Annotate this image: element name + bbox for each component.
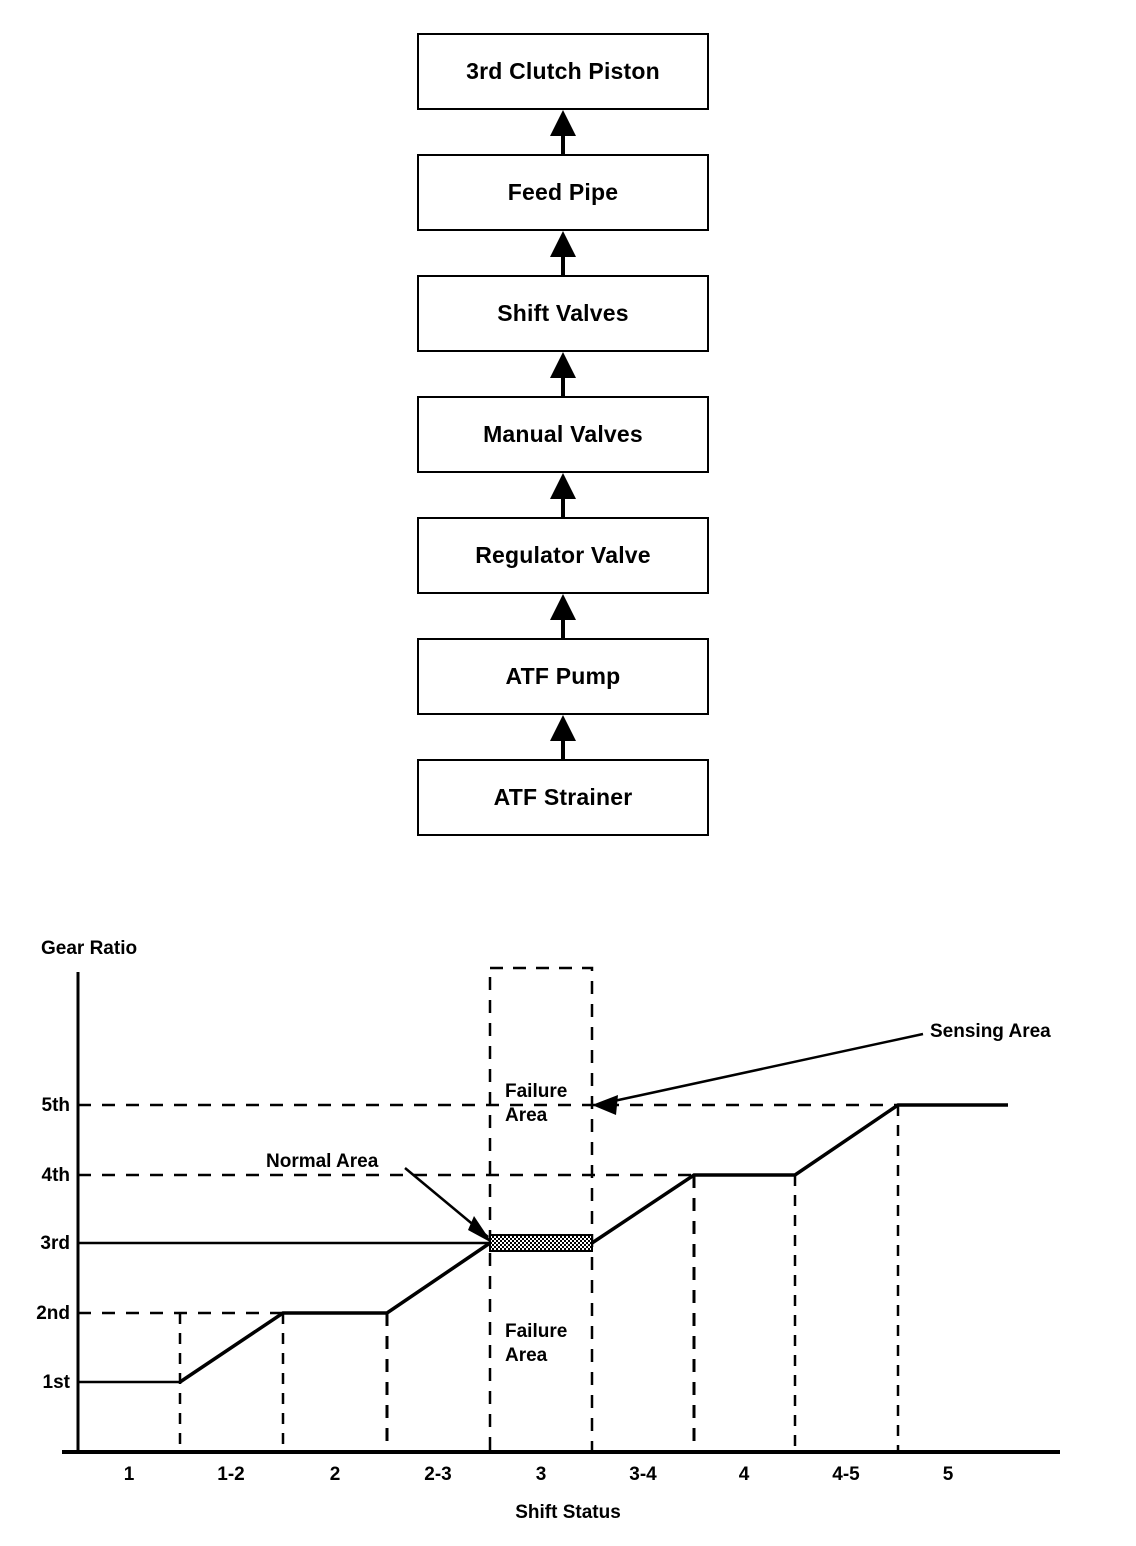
annotation-failure-area-lower: Failure Area bbox=[505, 1320, 567, 1369]
step-line-upper bbox=[591, 1103, 1008, 1245]
flow-box-regulator-valve[interactable]: Regulator Valve bbox=[417, 517, 709, 594]
flow-arrow-up-icon bbox=[550, 594, 576, 638]
flow-box-feed-pipe[interactable]: Feed Pipe bbox=[417, 154, 709, 231]
flow-box-label: Regulator Valve bbox=[475, 542, 651, 568]
flow-box-label: ATF Strainer bbox=[493, 784, 633, 810]
flow-box-label: Feed Pipe bbox=[507, 179, 619, 205]
x-tick-2-3: 2-3 bbox=[424, 1464, 452, 1485]
x-tick-1: 1 bbox=[123, 1464, 135, 1485]
flow-box-label: Manual Valves bbox=[483, 421, 643, 447]
failure-area-upper-line2: Area bbox=[505, 1105, 548, 1127]
flow-arrow-up-icon bbox=[550, 352, 576, 396]
flow-box-3rd-clutch-piston[interactable]: 3rd Clutch Piston bbox=[417, 33, 709, 110]
y-tick-2nd: 2nd bbox=[36, 1303, 70, 1324]
sensing-area-box bbox=[488, 966, 594, 1454]
y-tick-1st: 1st bbox=[42, 1372, 70, 1393]
x-tick-3: 3 bbox=[535, 1464, 547, 1485]
y-tick-4th: 4th bbox=[41, 1165, 71, 1186]
x-tick-4-5: 4-5 bbox=[832, 1464, 860, 1485]
normal-area-band bbox=[489, 1234, 593, 1252]
flow-arrow-up-icon bbox=[550, 715, 576, 759]
x-tick-4: 4 bbox=[738, 1464, 750, 1485]
flow-box-label: Shift Valves bbox=[497, 300, 629, 326]
failure-area-lower-line1: Failure bbox=[505, 1321, 568, 1342]
y-tick-3rd: 3rd bbox=[40, 1233, 70, 1254]
y-axis-title: Gear Ratio bbox=[41, 938, 138, 959]
x-tick-5: 5 bbox=[942, 1464, 954, 1485]
pressure-flow-diagram: 3rd Clutch Piston Feed Pipe Shift Valves… bbox=[417, 33, 709, 836]
failure-area-lower-line2: Area bbox=[505, 1345, 548, 1367]
x-tick-2: 2 bbox=[329, 1464, 341, 1485]
flow-arrow-up-icon bbox=[550, 110, 576, 154]
flow-box-label: 3rd Clutch Piston bbox=[466, 58, 660, 84]
gear-ratio-shift-status-chart: Gear Ratio 5th 4th 3rd 2nd 1st 1 1-2 2 2… bbox=[0, 880, 1136, 1546]
chart-plot-area bbox=[62, 966, 1060, 1454]
y-tick-5th: 5th bbox=[41, 1095, 71, 1116]
failure-area-upper-line1: Failure bbox=[505, 1081, 568, 1102]
x-tick-3-4: 3-4 bbox=[629, 1464, 657, 1485]
flow-arrow-up-icon bbox=[550, 473, 576, 517]
sensing-area-arrowhead bbox=[592, 1095, 618, 1115]
step-line-lower bbox=[179, 1241, 491, 1384]
annotation-normal-area: Normal Area bbox=[266, 1151, 379, 1172]
normal-area-arrowhead bbox=[468, 1216, 492, 1243]
flow-box-atf-strainer[interactable]: ATF Strainer bbox=[417, 759, 709, 836]
flow-box-manual-valves[interactable]: Manual Valves bbox=[417, 396, 709, 473]
x-axis-title: Shift Status bbox=[515, 1502, 621, 1523]
annotation-sensing-area: Sensing Area bbox=[930, 1021, 1051, 1042]
annotation-failure-area-upper: Failure Area bbox=[505, 1080, 567, 1129]
x-tick-1-2: 1-2 bbox=[217, 1464, 245, 1485]
flow-arrow-up-icon bbox=[550, 231, 576, 275]
flow-box-atf-pump[interactable]: ATF Pump bbox=[417, 638, 709, 715]
sensing-area-leader-line bbox=[599, 1032, 924, 1106]
flow-box-shift-valves[interactable]: Shift Valves bbox=[417, 275, 709, 352]
flow-box-label: ATF Pump bbox=[505, 663, 621, 689]
